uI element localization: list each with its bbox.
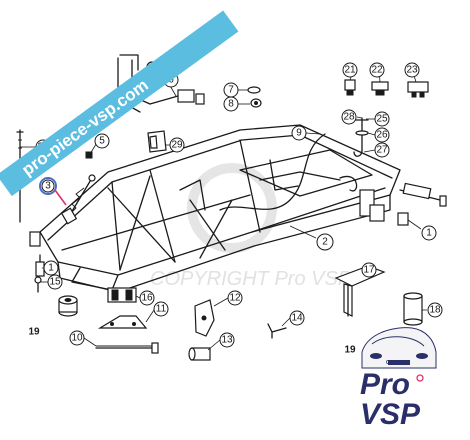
provsp-logo: GROUP Pro VSP: [360, 360, 424, 431]
watermark-text: COPYRIGHT Pro VSP: [150, 268, 352, 290]
part-13-sleeve: [188, 347, 211, 361]
part-7-8-washers: [247, 86, 262, 108]
callout-13-label: 13: [221, 335, 233, 346]
callout-29: 29: [169, 137, 185, 153]
logo-tag: GROUP: [386, 360, 405, 366]
callout-29-label: 29: [171, 140, 183, 151]
part-11-plate: [97, 315, 148, 329]
logo-accent-dot: [416, 374, 424, 382]
part-15-pin: [34, 276, 42, 293]
callout-25: 25: [374, 111, 390, 127]
callout-26-label: 26: [376, 130, 388, 141]
part-10-bolt: [95, 342, 159, 354]
chassis-frame: [39, 124, 401, 293]
callout-1-left: 1: [43, 260, 59, 276]
part-9-cable: [219, 133, 358, 211]
callout-27: 27: [374, 142, 390, 158]
callout-12-label: 12: [229, 293, 241, 304]
callout-15-label: 15: [49, 277, 61, 288]
highlight-pointer: [54, 189, 67, 206]
banner-background: [0, 10, 239, 197]
callout-22-label: 22: [371, 65, 383, 76]
part-21-22-23-fasteners: [344, 79, 429, 98]
callout-21: 21: [342, 62, 358, 78]
callout-11-label: 11: [156, 304, 167, 315]
label-19-left: 19: [28, 327, 40, 338]
part-25-28-bolt-set: [353, 117, 369, 157]
part-5-nut: [85, 151, 93, 159]
callout-10-label: 10: [71, 333, 83, 344]
callout-12: 12: [227, 290, 243, 306]
callout-1-right: 1: [421, 225, 437, 241]
callout-1-left-label: 1: [48, 263, 54, 274]
callout-9: 9: [291, 125, 307, 141]
callout-2: 2: [316, 233, 334, 251]
part-16-mount: [107, 287, 137, 303]
logo-line1: Pro: [360, 368, 410, 401]
callout-16-label: 16: [141, 293, 153, 304]
callout-9-label: 9: [296, 128, 302, 139]
part-left-mounts: [29, 231, 45, 277]
callout-14-label: 14: [291, 313, 303, 324]
part-12-bracket: [194, 299, 215, 337]
label-19-right: 19: [344, 345, 356, 356]
callout-17: 17: [361, 262, 377, 278]
callout-11: 11: [153, 301, 169, 317]
part-right-shock: [399, 182, 447, 207]
logo-car-illustration: [361, 327, 437, 369]
callout-7: 7: [223, 82, 239, 98]
callout-26: 26: [374, 127, 390, 143]
callout-21-label: 21: [344, 65, 356, 76]
callout-8-label: 8: [228, 99, 234, 110]
callout-8: 8: [223, 96, 239, 112]
callout-28: 28: [341, 109, 357, 125]
callout-15: 15: [47, 274, 63, 290]
callout-25-label: 25: [376, 114, 388, 125]
part-18-silentblock: [403, 292, 423, 326]
callout-13: 13: [219, 332, 235, 348]
callout-1-right-label: 1: [426, 228, 432, 239]
part-1-right-block: [397, 212, 409, 226]
callout-5-label: 5: [99, 136, 105, 147]
highlight-ring: [39, 177, 57, 195]
callout-16: 16: [139, 290, 155, 306]
callout-10: 10: [69, 330, 85, 346]
callout-5: 5: [94, 133, 110, 149]
callout-28-label: 28: [343, 112, 355, 123]
logo-line2: VSP: [360, 398, 421, 431]
callout-18: 18: [427, 302, 443, 318]
callout-27-label: 27: [376, 145, 388, 156]
callout-18-label: 18: [429, 305, 441, 316]
part-19-left-silentblock: [58, 295, 78, 317]
watermark: COPYRIGHT Pro VSP: [150, 163, 352, 290]
callout-23: 23: [404, 62, 420, 78]
callout-17-label: 17: [363, 265, 375, 276]
part-14-clip: [267, 323, 287, 339]
callout-22: 22: [369, 62, 385, 78]
callout-2-label: 2: [322, 237, 328, 248]
callout-14: 14: [289, 310, 305, 326]
part-3-shock-absorber: [60, 174, 96, 225]
callout-3: 3: [41, 179, 55, 193]
callout-3-label: 3: [45, 181, 51, 192]
callout-7-label: 7: [228, 85, 234, 96]
part-29-bracket: [147, 130, 167, 153]
callout-23-label: 23: [406, 65, 418, 76]
